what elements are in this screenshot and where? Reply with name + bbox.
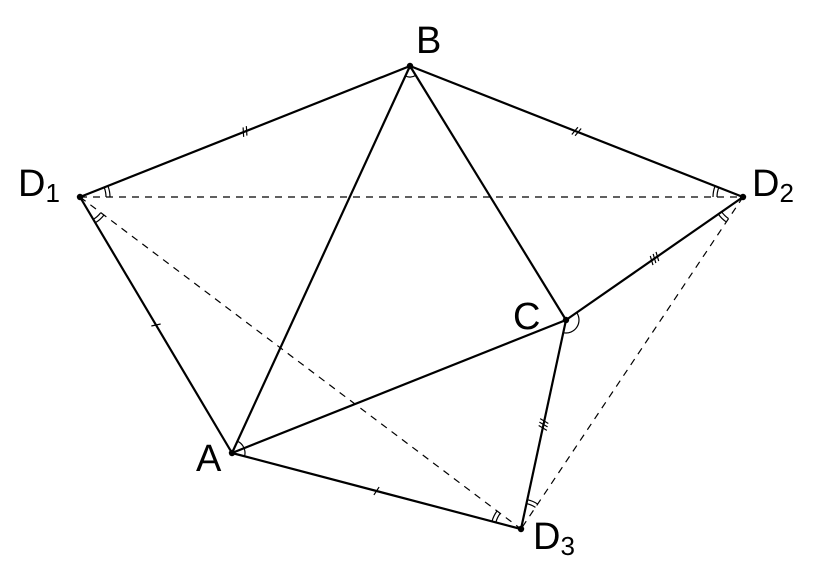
angle-mark-D2 [721,211,729,220]
tick-mark [652,253,657,264]
angle-mark-D1 [103,187,107,198]
segment-B-D2 [409,64,744,199]
tick-mark [373,486,380,496]
point-D1 [76,193,84,201]
tick-mark [539,418,549,425]
label-B: B [416,20,442,62]
angle-mark-D3 [527,499,539,505]
label-C: C [513,296,541,338]
angle-arc-B [405,74,417,78]
label-D2: D2 [752,163,794,208]
segment-D1-D3 [79,196,522,530]
tick-mark [649,255,654,266]
angle-mark-D3 [491,510,498,522]
angle-arc-A [237,440,246,457]
angle-mark-D3 [526,502,536,508]
tick-mark [151,323,161,327]
tick-mark [539,421,548,428]
angle-mark-D2 [716,187,720,198]
point-C [562,316,570,324]
tick-mark [242,127,245,137]
segment-B-A [231,65,411,454]
point-D3 [517,525,525,533]
segment-D2-D3 [520,196,744,530]
segment-B-C [409,65,567,321]
tick-mark [538,424,548,431]
label-D1: D1 [18,163,60,208]
angle-arc-C [563,312,580,334]
point-A [228,449,236,457]
angle-mark-D2 [712,185,716,198]
tick-mark [571,126,579,135]
label-D3: D3 [533,516,575,561]
tick-mark [574,128,582,137]
point-B [406,62,414,70]
angle-mark-D3 [495,513,501,523]
angle-mark-D1 [107,185,111,198]
tick-mark [655,251,660,262]
tick-mark [245,126,248,136]
angle-mark-D2 [717,213,727,223]
angle-mark-D1 [92,212,102,220]
segment-A-C [231,318,567,455]
point-D2 [739,193,747,201]
segment-D1-B [79,64,411,199]
label-A: A [196,438,222,480]
angle-mark-D1 [94,214,105,224]
